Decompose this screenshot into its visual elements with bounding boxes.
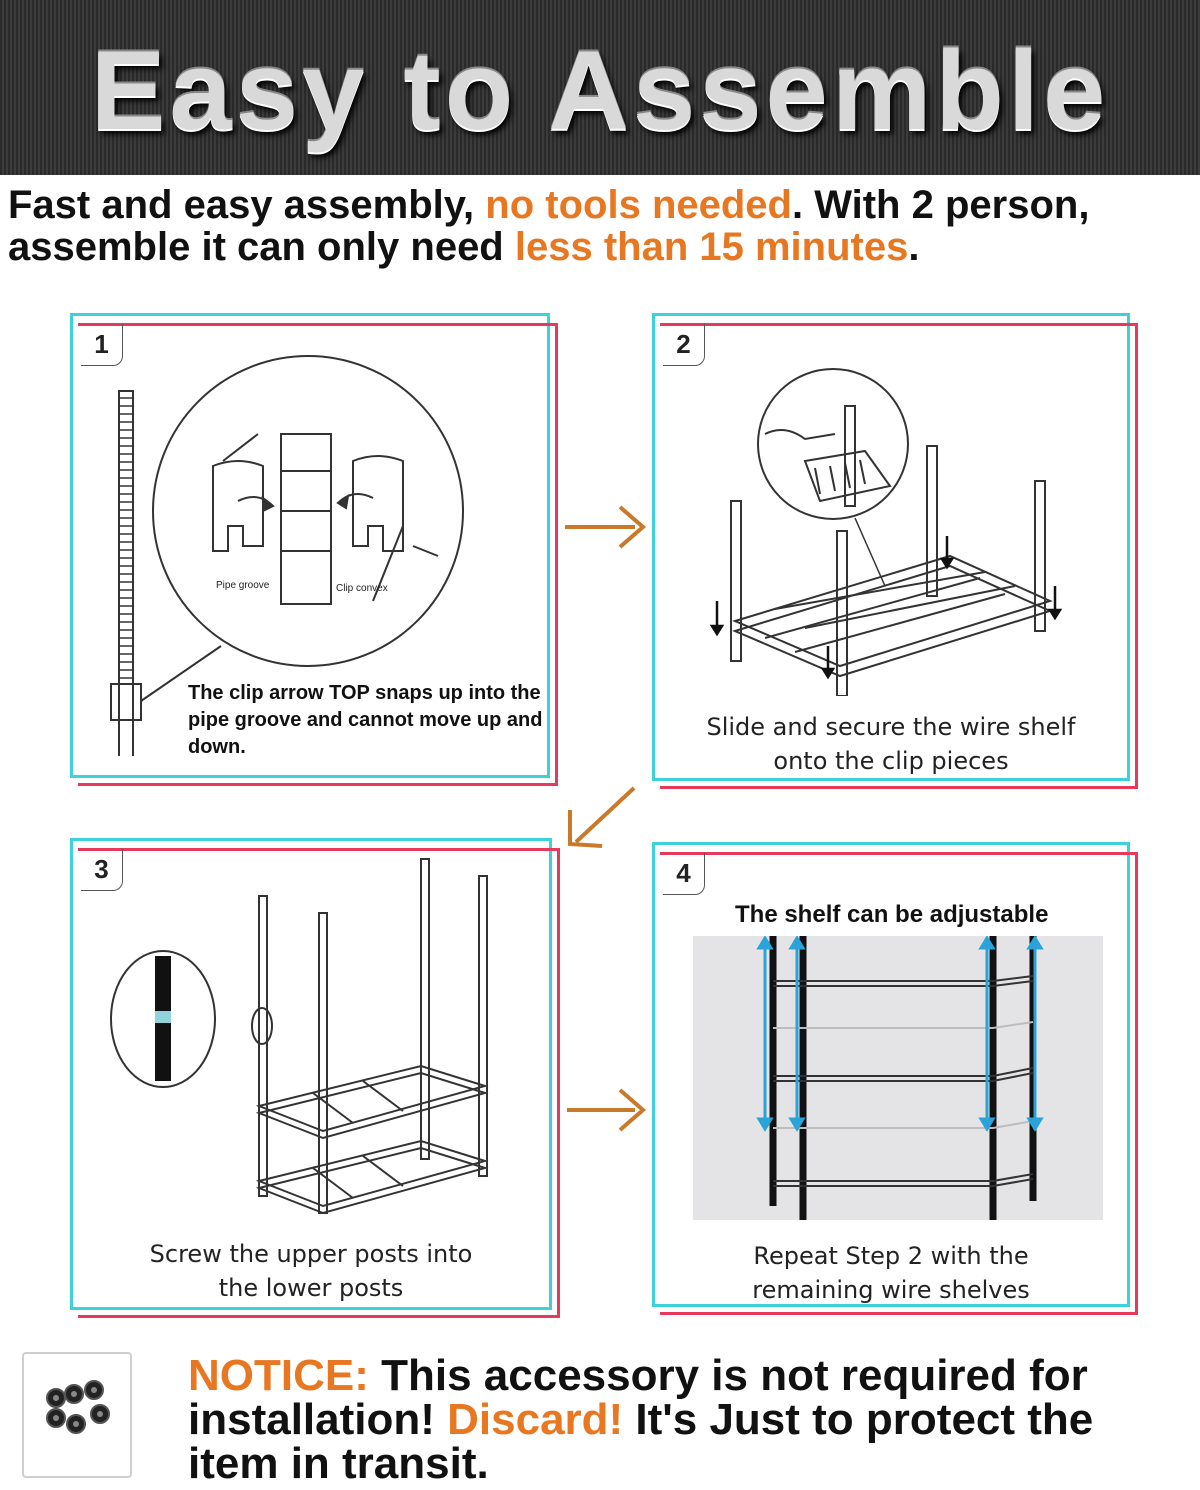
step-1-number: 1: [81, 324, 123, 366]
step-4-caption: Repeat Step 2 with the remaining wire sh…: [655, 1239, 1127, 1307]
notice-text-part2: It's Just to protect the item in transit…: [188, 1395, 1094, 1488]
step-2-panel: 2 Slide and secure the wire shelf: [652, 313, 1138, 789]
step-2-caption: Slide and secure the wire shelf onto the…: [655, 710, 1127, 778]
protector-caps-icon: [46, 1380, 110, 1434]
step-1-illustration: Pipe groove Clip convex: [110, 355, 464, 756]
step-3-illustration: [110, 858, 489, 1215]
shelf-unit-icon: [251, 858, 489, 1215]
step-2-caption-line1: Slide and secure the wire shelf: [706, 713, 1076, 741]
step-4-number: 4: [663, 853, 705, 895]
step-2-illustration: [709, 368, 1063, 696]
step-4-panel: 4 The shelf can be adjustable Repeat Ste…: [652, 842, 1138, 1315]
step-3-number: 3: [81, 849, 123, 891]
hand-icon: [764, 405, 892, 507]
step-2-caption-line2: onto the clip pieces: [773, 747, 1009, 775]
protector-caps-image: [22, 1352, 132, 1478]
step-4-caption-line1: Repeat Step 2 with the: [753, 1242, 1029, 1270]
notice-label: NOTICE:: [188, 1351, 369, 1400]
clip-detail-icon: [212, 433, 439, 605]
step-4-caption-line2: remaining wire shelves: [752, 1276, 1030, 1304]
step-3-caption: Screw the upper posts into the lower pos…: [73, 1237, 549, 1305]
title-banner: Easy to Assemble: [0, 0, 1200, 175]
pipe-groove-label: Pipe groove: [216, 580, 270, 591]
intro-part3: .: [908, 225, 920, 269]
notice-text-part1: This accessory is not required for insta…: [188, 1351, 1088, 1444]
arrow-down-left-icon: [568, 786, 636, 848]
notice-text: NOTICE: This accessory is not required f…: [188, 1354, 1188, 1486]
step-1-caption: The clip arrow TOP snaps up into the pip…: [188, 682, 543, 758]
step-3-panel: 3 Screw the upper posts into the lower p…: [70, 838, 560, 1318]
intro-highlight-time: less than 15 minutes: [514, 225, 909, 269]
intro-part1: Fast and easy assembly,: [8, 183, 486, 227]
step-2-number: 2: [663, 324, 705, 366]
banner-title: Easy to Assemble: [90, 28, 1110, 153]
step-1-panel: 1: [70, 313, 558, 786]
clip-convex-label: Clip convex: [336, 583, 388, 594]
step-4-heading: The shelf can be adjustable: [735, 901, 1049, 928]
notice-discard: Discard!: [447, 1395, 624, 1444]
post-icon: [110, 390, 142, 756]
step-3-caption-line1: Screw the upper posts into: [149, 1240, 473, 1268]
arrow-right-icon: [567, 1088, 647, 1132]
arrow-right-icon: [565, 505, 647, 549]
step-3-caption-line2: the lower posts: [218, 1274, 404, 1302]
step-4-illustration: [693, 936, 1103, 1220]
intro-text: Fast and easy assembly, no tools needed.…: [8, 184, 1198, 268]
intro-highlight-no-tools: no tools needed: [485, 183, 792, 227]
intro-part2: . With 2 person, assemble it can only ne…: [8, 183, 1090, 269]
